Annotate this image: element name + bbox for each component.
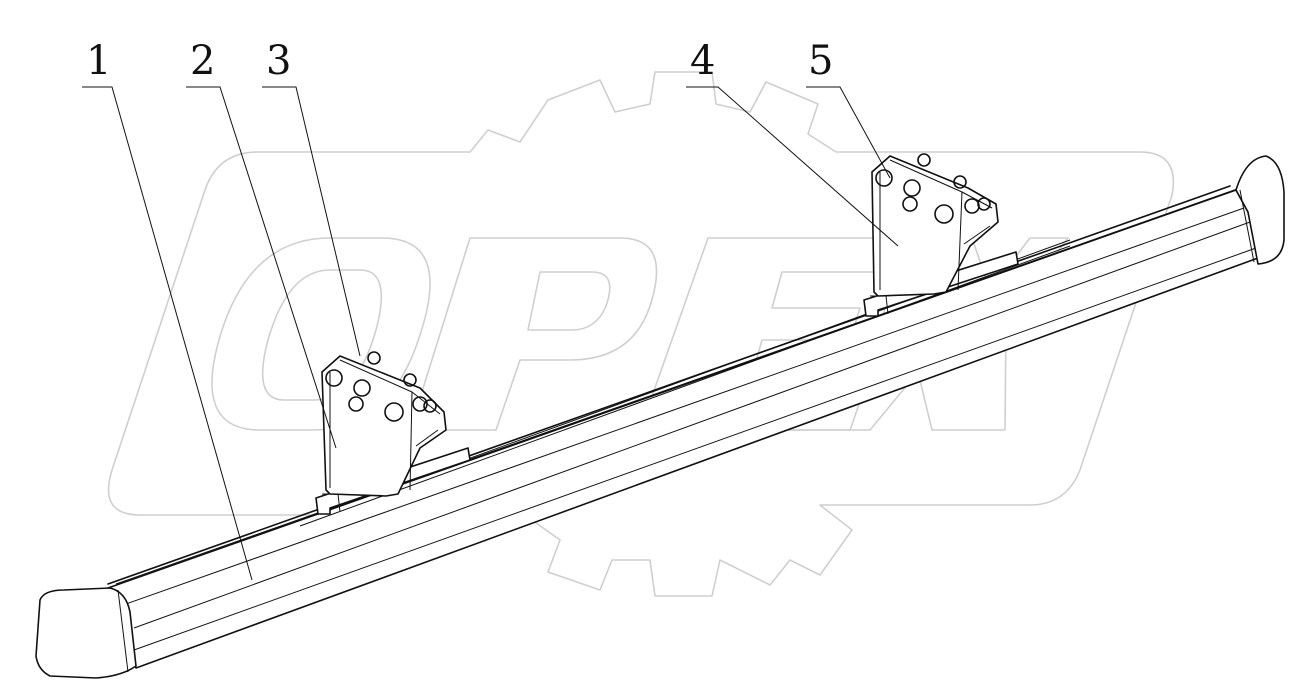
left-end-cap	[35, 587, 137, 679]
right-bracket-plate	[871, 155, 999, 297]
callout-5: 5	[808, 38, 833, 84]
watermark-letter-p	[409, 237, 658, 431]
callout-labels: 1 2 3 4 5	[86, 38, 833, 84]
callout-3: 3	[266, 38, 291, 84]
watermark-gear	[107, 71, 1174, 597]
right-end-cap	[1235, 155, 1285, 265]
callout-4: 4	[690, 38, 715, 84]
right-bracket-bolts	[875, 153, 991, 224]
callout-1: 1	[86, 38, 111, 84]
leader-lines	[82, 86, 899, 581]
right-bracket	[863, 153, 1019, 317]
callout-2: 2	[190, 38, 215, 84]
watermark-text: OPEX	[1300, 13, 1303, 15]
left-bracket-plate	[321, 355, 447, 497]
left-bracket	[315, 351, 471, 515]
left-bracket-bolts	[325, 351, 437, 422]
bumper-bar	[35, 155, 1285, 679]
